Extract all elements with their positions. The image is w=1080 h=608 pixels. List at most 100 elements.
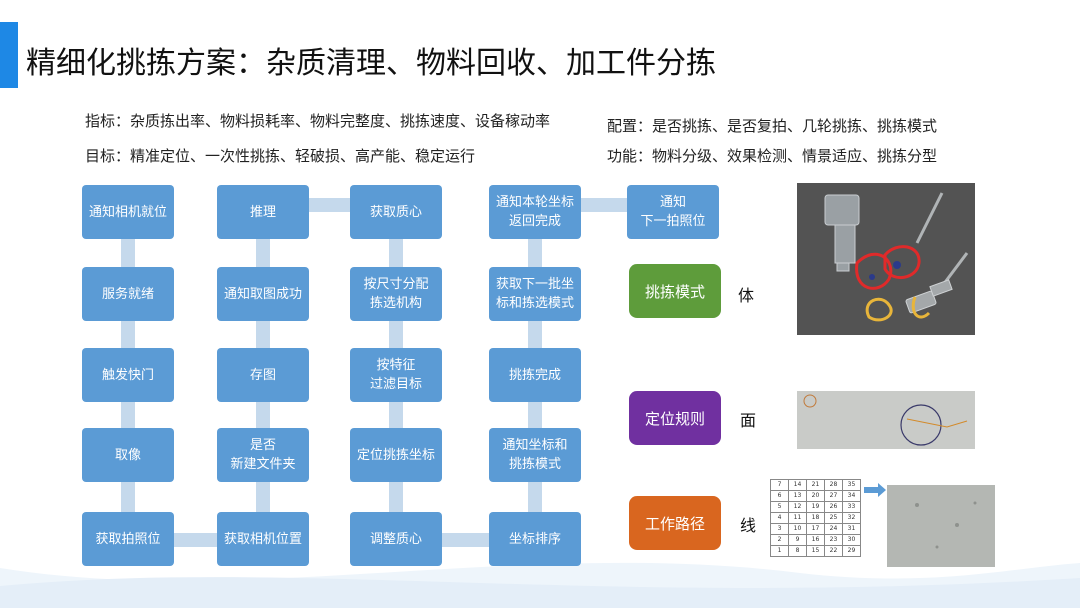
- grid-cell: 32: [842, 512, 861, 524]
- dim-label-line: 线: [740, 516, 757, 535]
- mode-locate-rule: 定位规则: [629, 391, 721, 445]
- flow-node: 获取相机位置: [217, 512, 309, 566]
- flow-node: 通知相机就位: [82, 185, 174, 239]
- flow-node: 是否 新建文件夹: [217, 428, 309, 482]
- flow-node: 调整质心: [350, 512, 442, 566]
- connector: [389, 320, 403, 352]
- flow-node: 触发快门: [82, 348, 174, 402]
- flow-node: 按特征 过滤目标: [350, 348, 442, 402]
- connector: [121, 320, 135, 352]
- flow-node: 推理: [217, 185, 309, 239]
- grid-cell: 3: [770, 523, 789, 535]
- flow-node: 服务就绪: [82, 267, 174, 321]
- flow-node: 存图: [217, 348, 309, 402]
- grid-cell: 26: [824, 501, 843, 513]
- mode-pick-mode: 挑拣模式: [629, 264, 721, 318]
- grid-cell: 16: [806, 534, 825, 546]
- grid-cell: 11: [788, 512, 807, 524]
- grid-cell: 4: [770, 512, 789, 524]
- flow-node: 获取拍照位: [82, 512, 174, 566]
- config-text: 配置：是否挑拣、是否复拍、几轮挑拣、挑拣模式: [607, 117, 938, 135]
- title-accent-bar: [0, 22, 18, 88]
- flow-node: 通知坐标和 挑拣模式: [489, 428, 581, 482]
- grid-cell: 6: [770, 490, 789, 502]
- grid-cell: 14: [788, 479, 807, 491]
- connector: [528, 400, 542, 432]
- connector: [389, 238, 403, 272]
- flow-node: 通知 下一拍照位: [627, 185, 719, 239]
- connector: [528, 320, 542, 352]
- flow-node: 挑拣完成: [489, 348, 581, 402]
- connector: [170, 533, 218, 547]
- grid-cell: 23: [824, 534, 843, 546]
- connector: [580, 198, 628, 212]
- grid-cell: 5: [770, 501, 789, 513]
- grid-arrow: [864, 483, 886, 497]
- connector: [256, 400, 270, 432]
- flow-node: 坐标排序: [489, 512, 581, 566]
- flow-node: 通知本轮坐标 返回完成: [489, 185, 581, 239]
- grid-cell: 29: [842, 545, 861, 557]
- grid-cell: 28: [824, 479, 843, 491]
- mode-work-path: 工作路径: [629, 496, 721, 550]
- surface-photo: [797, 391, 975, 449]
- connector: [121, 400, 135, 432]
- grid-cell: 21: [806, 479, 825, 491]
- connector: [528, 238, 542, 272]
- connector: [528, 480, 542, 514]
- grid-cell: 15: [806, 545, 825, 557]
- connector: [389, 400, 403, 432]
- connector: [121, 238, 135, 272]
- dim-label-face: 面: [740, 411, 757, 430]
- flow-node: 获取下一批坐 标和拣选模式: [489, 267, 581, 321]
- grid-cell: 18: [806, 512, 825, 524]
- connector: [256, 238, 270, 272]
- dim-label-body: 体: [738, 286, 755, 305]
- flow-node: 定位挑拣坐标: [350, 428, 442, 482]
- grid-cell: 25: [824, 512, 843, 524]
- functions-text: 功能：物料分级、效果检测、情景适应、挑拣分型: [607, 147, 938, 165]
- grid-cell: 10: [788, 523, 807, 535]
- grain-photo: [887, 485, 995, 567]
- grid-cell: 1: [770, 545, 789, 557]
- grid-cell: 35: [842, 479, 861, 491]
- flow-node: 通知取图成功: [217, 267, 309, 321]
- connector: [440, 533, 490, 547]
- connector: [306, 198, 352, 212]
- grid-cell: 33: [842, 501, 861, 513]
- flow-node: 按尺寸分配 拣选机构: [350, 267, 442, 321]
- grid-cell: 30: [842, 534, 861, 546]
- grid-cell: 22: [824, 545, 843, 557]
- flow-node: 获取质心: [350, 185, 442, 239]
- grid-cell: 8: [788, 545, 807, 557]
- indicators-text: 指标：杂质拣出率、物料损耗率、物料完整度、挑拣速度、设备稼动率: [85, 112, 551, 130]
- bottom-wave-decoration: [0, 562, 1080, 608]
- grid-cell: 9: [788, 534, 807, 546]
- grid-cell: 31: [842, 523, 861, 535]
- grid-cell: 12: [788, 501, 807, 513]
- grid-cell: 7: [770, 479, 789, 491]
- grid-cell: 19: [806, 501, 825, 513]
- connector: [121, 480, 135, 514]
- grid-cell: 13: [788, 490, 807, 502]
- page-title: 精细化挑拣方案：杂质清理、物料回收、加工件分拣: [26, 46, 716, 81]
- grid-cell: 17: [806, 523, 825, 535]
- grid-cell: 27: [824, 490, 843, 502]
- connector: [389, 480, 403, 514]
- grid-cell: 34: [842, 490, 861, 502]
- flow-node: 取像: [82, 428, 174, 482]
- grid-cell: 2: [770, 534, 789, 546]
- goals-text: 目标：精准定位、一次性挑拣、轻破损、高产能、稳定运行: [85, 147, 476, 165]
- connector: [256, 320, 270, 352]
- grid-cell: 24: [824, 523, 843, 535]
- grid-cell: 20: [806, 490, 825, 502]
- parts-photo: [797, 183, 975, 335]
